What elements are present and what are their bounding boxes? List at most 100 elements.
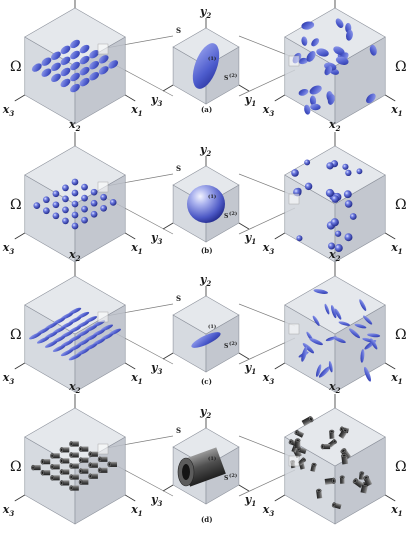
inclusion xyxy=(333,337,346,344)
inclusion xyxy=(70,83,80,93)
inclusion xyxy=(89,60,100,70)
spheroid-inclusion xyxy=(366,93,376,104)
sphere-inclusion xyxy=(81,194,88,202)
inclusion xyxy=(343,190,352,199)
rve-label-matrix: S xyxy=(224,75,228,82)
sphere-inclusion xyxy=(326,162,334,170)
spheroid-inclusion xyxy=(60,78,71,88)
axis-label-3: x3 xyxy=(262,241,275,256)
big-sphere xyxy=(187,185,225,223)
rve-label: S xyxy=(176,164,181,173)
inclusion xyxy=(79,55,90,65)
inclusion xyxy=(50,62,61,72)
inclusion xyxy=(98,66,109,75)
inclusion xyxy=(52,201,60,209)
cube-face-top xyxy=(284,407,386,467)
inclusion xyxy=(59,458,70,464)
rve-highlight xyxy=(288,323,300,335)
sphere-inclusion xyxy=(344,233,353,242)
phase-label-inclusion: (1) xyxy=(208,193,216,200)
inclusion xyxy=(50,475,60,481)
cylinder-hole xyxy=(89,474,92,478)
cylinder-body xyxy=(99,467,108,473)
cylinder-hole xyxy=(51,454,53,458)
inclusion xyxy=(370,338,378,350)
inclusion xyxy=(71,222,79,230)
inclusion xyxy=(31,63,42,72)
sphere-inclusion xyxy=(342,163,349,170)
inclusion xyxy=(69,441,79,447)
cylinder-hole xyxy=(309,417,313,421)
inclusion xyxy=(100,193,107,201)
cylinder-hole xyxy=(360,472,363,474)
inclusion xyxy=(59,469,70,475)
inclusion xyxy=(52,212,60,220)
sphere-inclusion xyxy=(81,216,88,224)
sphere-inclusion xyxy=(90,199,98,207)
cylinder-body xyxy=(52,453,60,459)
spheroid-inclusion xyxy=(298,57,308,65)
cylinder-body xyxy=(80,446,89,452)
inclusion xyxy=(366,93,376,104)
cylinder-hole xyxy=(341,476,344,478)
axis-line-3 xyxy=(274,494,285,502)
cylinder-hole xyxy=(51,465,53,469)
needle-inclusion xyxy=(349,328,361,339)
sphere-inclusion xyxy=(349,213,357,220)
cylinder-hole xyxy=(298,448,300,451)
axis-line-1 xyxy=(125,232,136,240)
spheroid-inclusion xyxy=(324,65,332,76)
rve-label-matrix: S xyxy=(224,343,228,350)
sphere-inclusion xyxy=(81,183,88,191)
axis-label-3: x3 xyxy=(2,371,15,386)
spheroid-inclusion xyxy=(369,44,377,56)
axis-label-1: y1 xyxy=(244,231,256,246)
inclusion xyxy=(367,333,381,338)
inclusion xyxy=(52,345,66,352)
inclusion xyxy=(43,207,50,215)
inclusion xyxy=(78,479,89,485)
inclusion xyxy=(334,230,342,237)
inclusion xyxy=(345,29,353,41)
random-inclusions xyxy=(291,159,363,253)
inclusion xyxy=(304,104,311,115)
spheroid-inclusion xyxy=(306,51,316,62)
inclusion xyxy=(41,57,52,66)
inclusion xyxy=(71,178,79,186)
axis-label-1: x1 xyxy=(390,103,402,118)
cylinder-hole xyxy=(289,440,292,443)
spheroid-inclusion xyxy=(41,57,52,66)
axis-label-1: x1 xyxy=(390,503,402,518)
inclusion xyxy=(330,218,339,227)
needle-inclusion xyxy=(315,364,322,377)
aligned-inclusions xyxy=(33,178,117,230)
inclusion xyxy=(79,66,90,76)
omega-label: Ω xyxy=(10,59,22,75)
axis-line-3 xyxy=(14,94,25,102)
inclusion xyxy=(31,464,41,471)
cylinder-body xyxy=(33,465,41,471)
inclusion xyxy=(70,39,80,49)
big-needle xyxy=(191,332,221,348)
axis-label-2: x2 xyxy=(68,248,81,263)
cylinder-hole xyxy=(296,439,299,442)
sphere-inclusion xyxy=(52,212,60,220)
inclusion xyxy=(62,195,69,203)
inclusion xyxy=(334,244,343,253)
sphere-inclusion xyxy=(52,190,60,198)
inclusion xyxy=(338,428,348,439)
spheroid-inclusion xyxy=(70,83,80,93)
inclusion xyxy=(342,163,349,170)
omega-label: Ω xyxy=(395,197,407,213)
spheroid-inclusion xyxy=(316,48,329,57)
inclusion xyxy=(313,289,329,294)
inclusion xyxy=(60,56,71,66)
cylinder-hole xyxy=(342,454,346,457)
cylinder-body xyxy=(339,477,345,484)
axis-line-3 xyxy=(14,494,25,502)
spheroid-inclusion xyxy=(41,68,52,77)
inclusion xyxy=(302,343,315,354)
omega-label: Ω xyxy=(395,59,407,75)
axis-line-1 xyxy=(125,362,136,370)
sphere-inclusion xyxy=(90,188,98,196)
